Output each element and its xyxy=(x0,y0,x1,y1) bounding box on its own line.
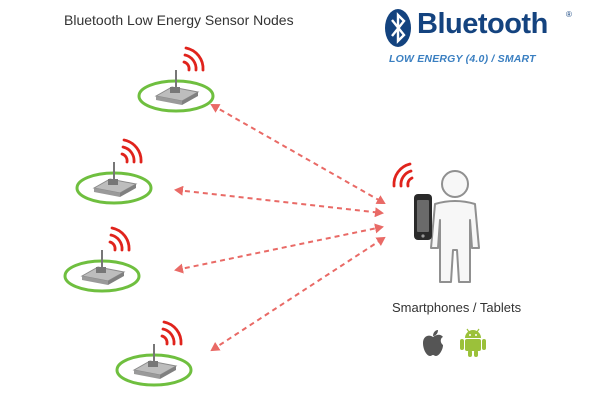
signal-waves-icon xyxy=(160,320,183,346)
registered-mark: ® xyxy=(566,10,572,19)
bluetooth-rune-icon xyxy=(385,9,411,47)
apple-logo-icon xyxy=(423,330,443,356)
link-sensor-node-4 xyxy=(210,236,386,352)
sensor-board-icon xyxy=(132,344,178,379)
link-sensor-node-2 xyxy=(174,185,384,218)
link-sensor-node-1 xyxy=(210,104,386,204)
sensor-node-1 xyxy=(137,46,215,113)
signal-waves-icon xyxy=(120,138,143,164)
sensor-node-4 xyxy=(115,320,193,387)
smartphone-icon xyxy=(414,194,432,240)
signal-waves-icon xyxy=(182,46,205,72)
sensor-board-icon xyxy=(92,162,138,197)
bluetooth-wordmark: Bluetooth xyxy=(417,8,548,40)
sensor-board-icon xyxy=(80,250,126,285)
sensor-board-icon xyxy=(154,70,200,105)
device-caption: Smartphones / Tablets xyxy=(392,300,522,315)
diagram-title: Bluetooth Low Energy Sensor Nodes xyxy=(64,12,294,28)
person-icon xyxy=(430,170,480,283)
bluetooth-subtitle: LOW ENERGY (4.0) / SMART xyxy=(389,53,536,65)
signal-waves-icon xyxy=(392,162,414,188)
bluetooth-logo: Bluetooth ® LOW ENERGY (4.0) / SMART xyxy=(383,8,588,80)
smartphone-user xyxy=(392,162,480,283)
sensor-node-3 xyxy=(63,226,141,293)
sensor-node-2 xyxy=(75,138,153,205)
android-logo-icon xyxy=(460,328,486,357)
signal-waves-icon xyxy=(108,226,131,252)
link-sensor-node-3 xyxy=(174,223,384,274)
